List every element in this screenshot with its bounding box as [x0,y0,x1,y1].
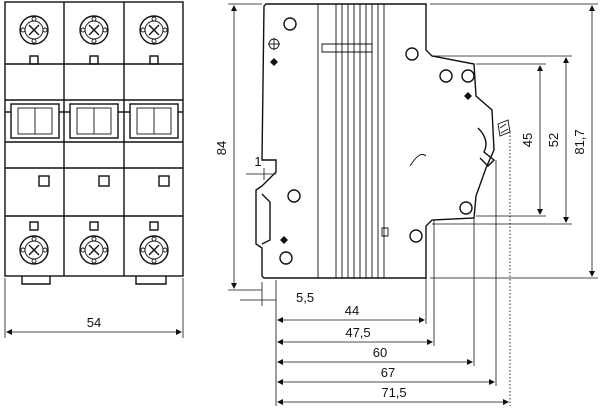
latch-slot [321,43,373,53]
hatch-line [500,128,509,134]
trip-mechanism [477,127,496,167]
terminal-screw-icon [79,15,109,45]
hatched-area [497,119,511,137]
width-label: 54 [87,315,101,330]
status-indicator-window [158,175,170,187]
terminal-screw-icon [19,15,49,45]
screw-icon [459,201,473,215]
screw-icon [287,189,301,203]
screw-icon [409,229,423,243]
right-height-label: 52 [546,133,561,147]
din-gap-label: 1 [254,154,261,169]
terminal-tab [149,221,159,231]
depth-label: 44 [345,303,359,318]
front-view: 54 [4,1,184,338]
screw-icon [439,69,453,83]
toggle-handle [10,103,60,139]
depth-label: 60 [373,345,387,360]
screw-icon [461,69,475,83]
toggle-handle [69,103,119,139]
height-label: 84 [214,141,229,155]
depth-label: 71,5 [381,385,406,400]
side-body-outline [255,3,495,279]
terminal-tab [29,55,39,65]
right-height-label: 45 [520,133,535,147]
status-indicator-window [38,175,50,187]
screw-icon [279,251,293,265]
screw-icon [405,47,419,61]
terminal-tab [149,55,159,65]
terminal-screw-icon [139,235,169,265]
terminal-tab [89,55,99,65]
breaker-body-outline [4,1,184,277]
clip-detail [381,227,389,237]
terminal-tab [89,221,99,231]
status-indicator-window [98,175,110,187]
diamond-mark [280,236,288,244]
diamond-mark [270,58,278,66]
depth-label: 67 [381,365,395,380]
din-rail-hook [261,193,271,245]
side-view: 84 1 5,5 44 47,5 60 67 71,5 45 [214,3,598,406]
din-clip [21,276,51,285]
screw-icon [283,17,297,31]
crosshair-icon [268,38,280,50]
terminal-screw-icon [19,235,49,265]
din-offset-label: 5,5 [296,290,314,305]
toggle-handle [129,103,179,139]
diamond-mark [464,92,472,100]
terminal-screw-icon [139,15,169,45]
terminal-screw-icon [79,235,109,265]
terminal-tab [29,221,39,231]
hatch-line [499,123,507,129]
din-clip [135,276,167,285]
depth-label: 47,5 [345,325,370,340]
right-height-label: 81,7 [572,129,587,154]
handle-arc [409,153,427,167]
